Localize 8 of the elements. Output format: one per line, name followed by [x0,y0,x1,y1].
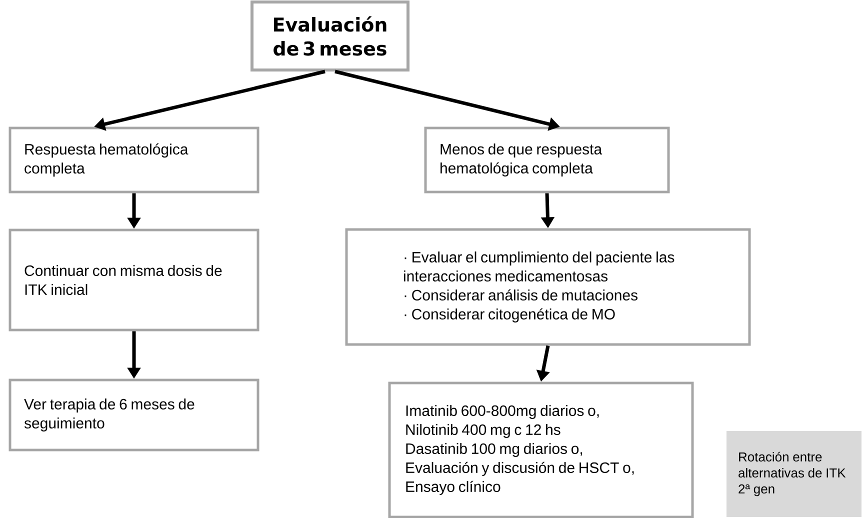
note-box: Rotación entre alternativas de ITK 2ª gen [726,431,862,517]
process-box: · Evaluar el cumplimiento del paciente las interacciones medicamentosas · Considerar análisis de mutaciones · Considerar citogenética de MO [345,228,751,346]
process-box: Respuesta hematológica completa [8,126,260,194]
process-box: Imatinib 600-800mg diarios o, Nilotinib 400 mg c 12 hs Dasatinib 100 mg diarios o, Evaluación y discusión de HSCT o, Ensayo clínico [388,382,694,518]
process-box: Ver terapia de 6 meses de seguimiento [8,378,260,452]
process-box: Menos de que respuesta hematológica completa [424,126,670,194]
process-box: Continuar con misma dosis de ITK inicial [8,228,260,332]
title-box: Evaluación de 3 meses [250,0,410,72]
